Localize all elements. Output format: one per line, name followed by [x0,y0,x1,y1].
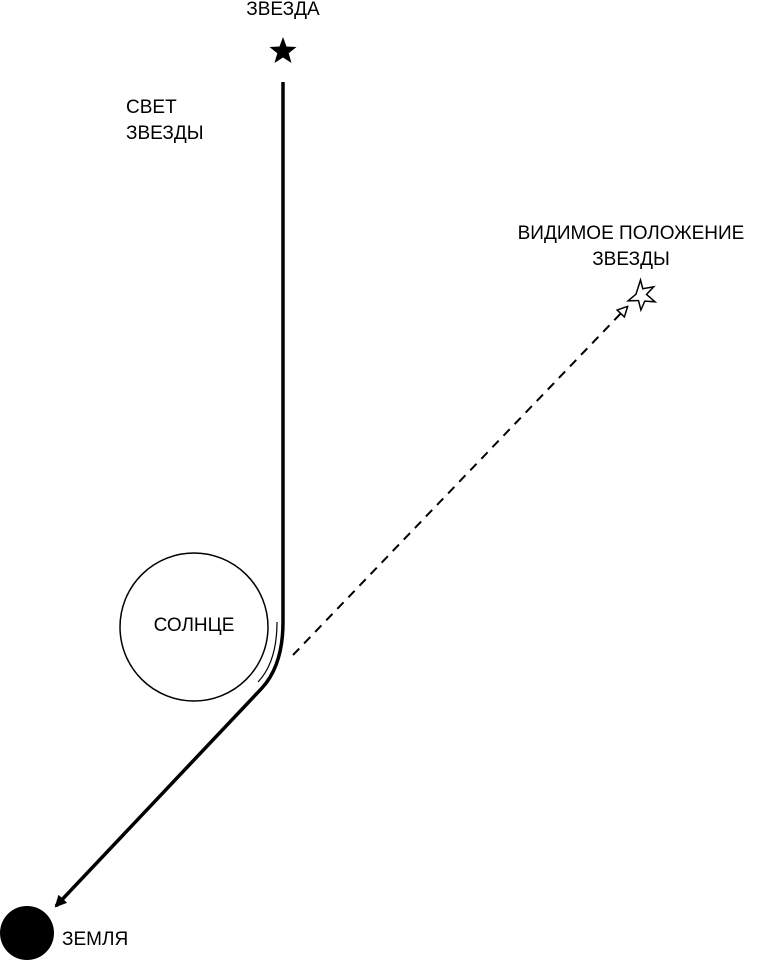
sun-label-text: СОЛНЦЕ [153,615,235,636]
starlight-label: СВЕТ ЗВЕЗДЫ [126,95,204,147]
starlight-label-line1: СВЕТ [126,97,177,118]
apparent-label-line2: ЗВЕЗДЫ [592,249,670,270]
star-label-text: ЗВЕЗДА [246,0,320,20]
apparent-label-line1: ВИДИМОЕ ПОЛОЖЕНИЕ [517,223,745,244]
starlight-label-line2: ЗВЕЗДЫ [126,123,204,144]
apparent-position-label: ВИДИМОЕ ПОЛОЖЕНИЕ ЗВЕЗДЫ [500,221,758,273]
apparent-direction-line [292,307,627,656]
earth-label: ЗЕМЛЯ [62,927,128,953]
sun-label: СОЛНЦЕ [134,613,254,639]
apparent-star-icon [625,277,658,313]
earth-circle [0,906,54,960]
starlight-path-inner [257,621,278,683]
starlight-path [54,82,285,908]
star-icon [269,37,297,63]
star-label: ЗВЕЗДА [233,0,333,23]
sun-circle [119,552,269,702]
earth-label-text: ЗЕМЛЯ [62,929,129,950]
